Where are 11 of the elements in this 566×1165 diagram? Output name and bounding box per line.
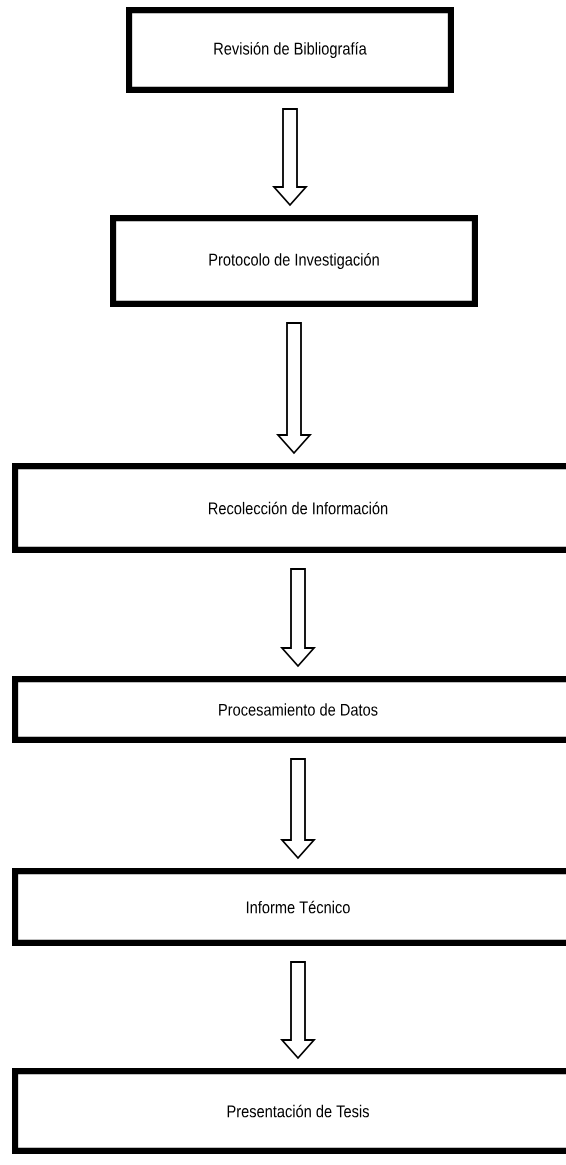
process-box: Informe Técnico: [12, 868, 566, 946]
block-arrow: [280, 758, 316, 860]
block-arrow: [276, 322, 312, 455]
process-box: Revisión de Bibliografía: [126, 7, 454, 93]
block-arrow: [280, 961, 316, 1060]
block-arrow: [280, 568, 316, 668]
process-box: Protocolo de Investigación: [110, 215, 478, 307]
block-arrow: [272, 108, 308, 207]
process-box: Procesamiento de Datos: [12, 676, 566, 743]
process-box: Recolección de Información: [12, 463, 566, 553]
process-box: Presentación de Tesis: [12, 1068, 566, 1154]
